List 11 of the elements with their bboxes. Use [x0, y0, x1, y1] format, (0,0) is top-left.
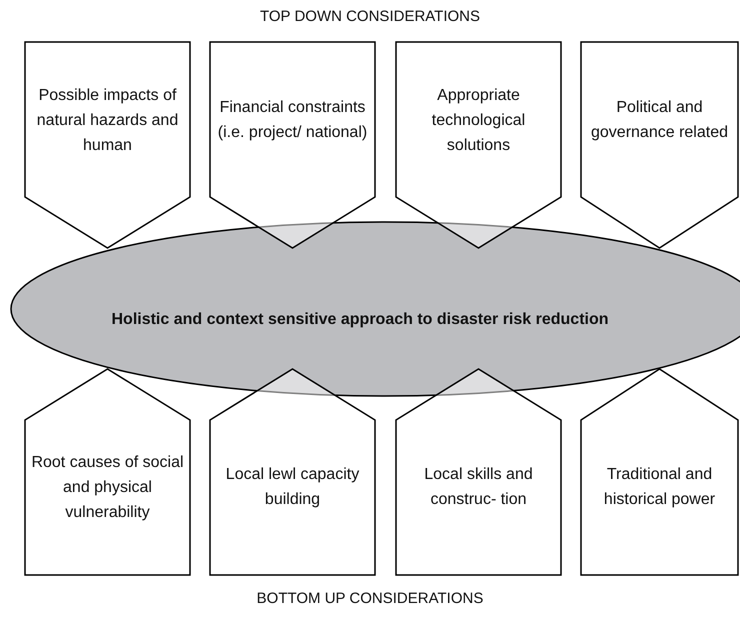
box-text: Political and governance related [590, 98, 729, 143]
section-heading: TOP DOWN CONSIDERATIONS [260, 8, 480, 25]
box-text: Possible impacts of natural hazards and human [36, 86, 180, 156]
box-text: Local lewl capacity building [224, 465, 360, 510]
section-heading: BOTTOM UP CONSIDERATIONS [256, 590, 484, 607]
box-text: Financial constraints (i.e. project/ national) [216, 98, 368, 143]
central-text: Holistic and context sensitive approach to disaster risk reduction [111, 310, 609, 330]
box-text: Appropriate technological solutions [430, 86, 526, 156]
box-text: Local skills and construc- tion [423, 465, 534, 510]
box-text: Traditional and historical power [602, 465, 716, 510]
box-text: Root causes of social and physical vulnerability [31, 452, 184, 522]
